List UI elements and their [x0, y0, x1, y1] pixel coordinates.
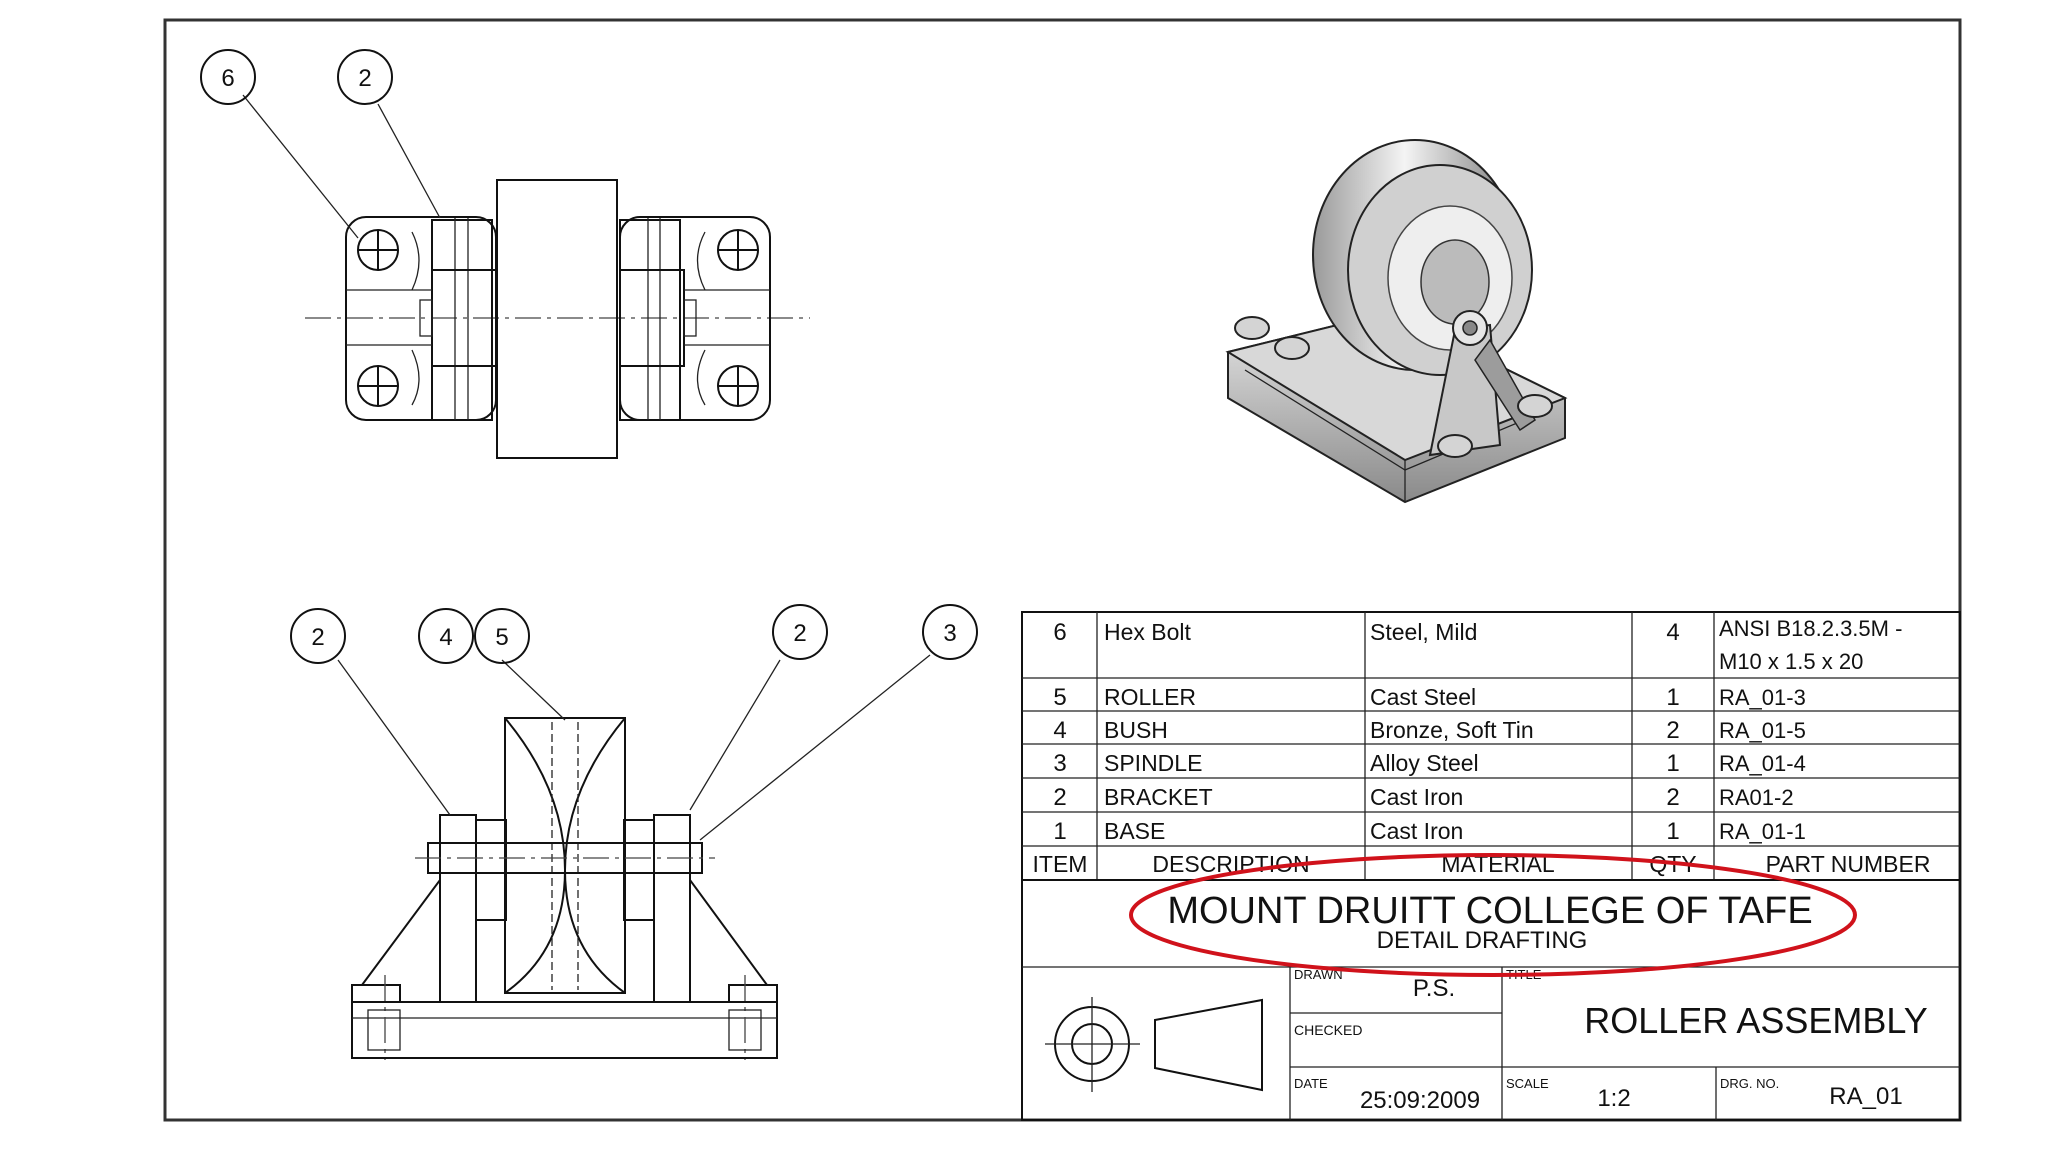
drg-no-label: DRG. NO.	[1720, 1076, 1779, 1091]
checked-label: CHECKED	[1294, 1022, 1362, 1038]
description-cell: ROLLER	[1104, 684, 1196, 710]
balloon-label: 2	[311, 624, 324, 651]
front-view	[337, 654, 931, 1060]
item-cell: 2	[1053, 784, 1066, 811]
part-number-cell: ANSI B18.2.3.5M -	[1719, 616, 1902, 641]
projection-symbol	[1045, 997, 1263, 1092]
qty-cell: 1	[1666, 684, 1679, 711]
header-part-number: PART NUMBER	[1766, 851, 1931, 877]
balloon-label: 4	[439, 624, 452, 651]
item-cell: 3	[1053, 750, 1066, 777]
top-view	[242, 94, 810, 459]
description-cell: Hex Bolt	[1104, 619, 1192, 645]
header-item: ITEM	[1033, 851, 1088, 877]
description-cell: SPINDLE	[1104, 750, 1202, 776]
scale-label: SCALE	[1506, 1076, 1549, 1091]
part-number-cell: RA_01-4	[1719, 751, 1806, 776]
material-cell: Cast Steel	[1370, 684, 1476, 710]
material-cell: Bronze, Soft Tin	[1370, 717, 1534, 743]
qty-cell: 1	[1666, 818, 1679, 845]
part-number-cell: RA01-2	[1719, 785, 1794, 810]
drawing-title: ROLLER ASSEMBLY	[1584, 1000, 1927, 1041]
date-label: DATE	[1294, 1076, 1328, 1091]
drawn-value: P.S.	[1413, 975, 1455, 1002]
balloon-5-front: 5	[474, 608, 530, 664]
isometric-view	[1225, 139, 1568, 504]
parts-list: 6 Hex Bolt Steel, Mild 4 ANSI B18.2.3.5M…	[1021, 611, 1961, 881]
description-cell: BUSH	[1104, 717, 1168, 743]
parts-row: 2 BRACKET Cast Iron 2 RA01-2	[1053, 784, 1793, 811]
parts-row: 5 ROLLER Cast Steel 1 RA_01-3	[1053, 684, 1806, 711]
qty-cell: 1	[1666, 750, 1679, 777]
balloon-3-front: 3	[922, 604, 978, 660]
balloon-6-top: 6	[200, 49, 256, 105]
item-cell: 1	[1053, 818, 1066, 845]
parts-row: 3 SPINDLE Alloy Steel 1 RA_01-4	[1053, 750, 1806, 777]
balloon-2-front-left: 2	[290, 608, 346, 664]
organization-name: MOUNT DRUITT COLLEGE OF TAFE	[1167, 890, 1812, 932]
item-cell: 6	[1053, 619, 1066, 646]
parts-row: 4 BUSH Bronze, Soft Tin 2 RA_01-5	[1053, 717, 1806, 744]
balloon-2-top: 2	[337, 49, 393, 105]
material-cell: Cast Iron	[1370, 784, 1463, 810]
drawing-border	[163, 18, 1962, 1122]
description-cell: BASE	[1104, 818, 1165, 844]
part-number-cell: RA_01-3	[1719, 685, 1806, 710]
qty-cell: 4	[1666, 619, 1679, 646]
highlight-ellipse	[1129, 853, 1857, 977]
drg-no-value: RA_01	[1829, 1083, 1902, 1110]
material-cell: Alloy Steel	[1370, 750, 1479, 776]
balloon-label: 5	[495, 624, 508, 651]
balloon-label: 2	[358, 65, 371, 92]
qty-cell: 2	[1666, 717, 1679, 744]
item-cell: 5	[1053, 684, 1066, 711]
title-block: MOUNT DRUITT COLLEGE OF TAFE DETAIL DRAF…	[1021, 879, 1961, 1121]
balloon-label: 6	[221, 65, 234, 92]
balloon-4-front: 4	[418, 608, 474, 664]
qty-cell: 2	[1666, 784, 1679, 811]
parts-row: 6 Hex Bolt Steel, Mild 4 ANSI B18.2.3.5M…	[1053, 616, 1902, 674]
description-cell: BRACKET	[1104, 784, 1213, 810]
part-number-cell: RA_01-1	[1719, 819, 1806, 844]
date-value: 25:09:2009	[1360, 1087, 1480, 1114]
item-cell: 4	[1053, 717, 1066, 744]
department-name: DETAIL DRAFTING	[1377, 927, 1588, 954]
material-cell: Steel, Mild	[1370, 619, 1477, 645]
balloon-2-front-right: 2	[772, 604, 828, 660]
parts-row: 1 BASE Cast Iron 1 RA_01-1	[1053, 818, 1806, 845]
balloon-label: 3	[943, 620, 956, 647]
balloon-label: 2	[793, 620, 806, 647]
part-number-cell: RA_01-5	[1719, 718, 1806, 743]
material-cell: Cast Iron	[1370, 818, 1463, 844]
part-number-cell-line2: M10 x 1.5 x 20	[1719, 649, 1863, 674]
scale-value: 1:2	[1597, 1085, 1630, 1112]
